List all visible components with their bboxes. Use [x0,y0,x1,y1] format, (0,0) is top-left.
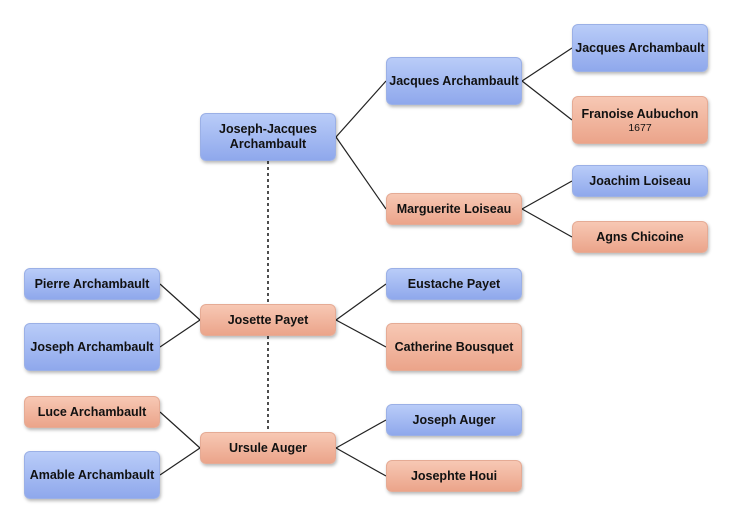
person-name: Amable Archambault [29,467,155,482]
parent-connector [335,319,387,348]
parent-connector [335,447,387,477]
person-detail: 1677 [628,121,652,134]
person-node-josette-payet[interactable]: Josette Payet [200,304,336,336]
person-name: Eustache Payet [407,276,501,291]
person-name: Marguerite Loiseau [396,201,512,216]
parent-connector [521,208,573,238]
person-name: Josephte Houi [410,468,498,483]
person-node-josephte-houi[interactable]: Josephte Houi [386,460,522,492]
person-node-joachim-loiseau[interactable]: Joachim Loiseau [572,165,708,197]
person-name: Agns Chicoine [596,229,684,244]
person-node-jacques-grandfather[interactable]: Jacques Archambault [572,24,708,72]
person-name: Jacques Archambault [575,40,705,55]
person-node-joseph-auger[interactable]: Joseph Auger [386,404,522,436]
person-name: Josette Payet [227,312,309,327]
person-node-eustache-payet[interactable]: Eustache Payet [386,268,522,300]
person-name: Ursule Auger [228,440,308,455]
parent-connector [521,47,573,82]
person-name: Franoise Aubuchon [581,106,699,121]
person-name: Luce Archambault [37,404,147,419]
person-name: Joseph Archambault [30,339,154,354]
parent-connector [335,80,387,138]
person-node-marguerite-loiseau[interactable]: Marguerite Loiseau [386,193,522,225]
person-node-joseph-jacques[interactable]: Joseph-Jacques Archambault [200,113,336,161]
child-connector [159,283,201,321]
person-name: Jacques Archambault [389,73,519,88]
person-node-catherine-bousquet[interactable]: Catherine Bousquet [386,323,522,371]
parent-connector [335,136,387,210]
person-node-jacques-father[interactable]: Jacques Archambault [386,57,522,105]
person-name: Catherine Bousquet [394,339,514,354]
person-name: Joachim Loiseau [589,173,691,188]
person-node-ursule-auger[interactable]: Ursule Auger [200,432,336,464]
parent-connector [335,283,387,321]
parent-connector [521,180,573,210]
person-name: Joseph Auger [412,412,496,427]
person-name: Pierre Archambault [34,276,150,291]
person-node-luce-archambault[interactable]: Luce Archambault [24,396,160,428]
child-connector [159,411,201,449]
parent-connector [521,80,573,121]
person-node-pierre-archambault[interactable]: Pierre Archambault [24,268,160,300]
person-node-amable-archambault[interactable]: Amable Archambault [24,451,160,499]
child-connector [159,319,201,348]
parent-connector [335,419,387,449]
person-name: Joseph-Jacques Archambault [219,122,317,151]
child-connector [159,447,201,476]
person-node-joseph-archambault[interactable]: Joseph Archambault [24,323,160,371]
person-node-agns-chicoine[interactable]: Agns Chicoine [572,221,708,253]
